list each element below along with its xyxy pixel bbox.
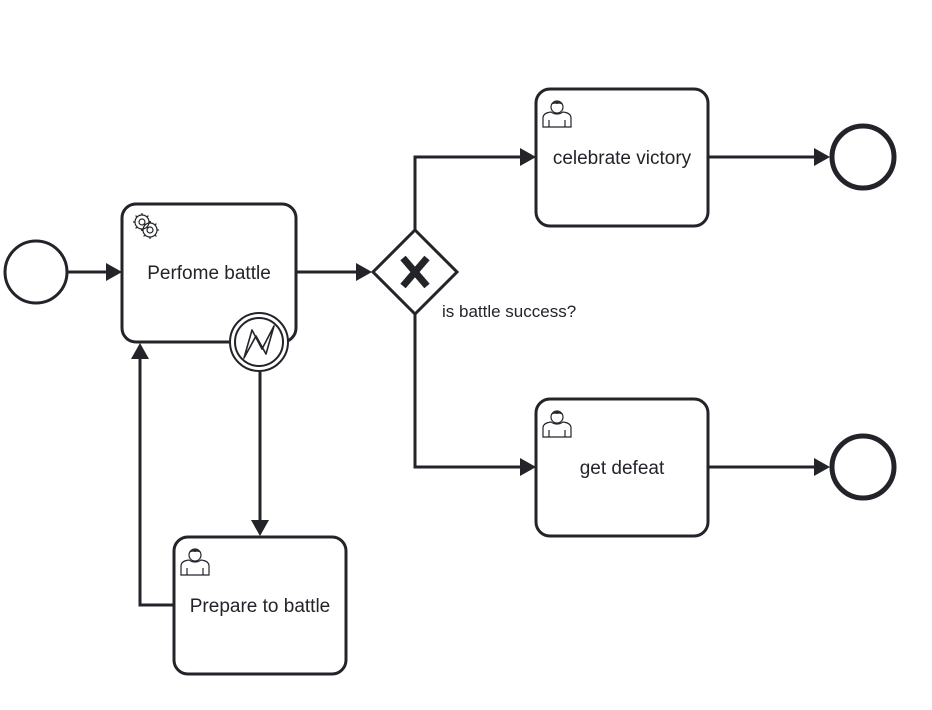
task-prepare-to-battle[interactable]: Prepare to battle — [172, 535, 348, 676]
task-perform-battle[interactable]: Perfome battle — [120, 202, 298, 344]
task-get-defeat[interactable]: get defeat — [534, 397, 710, 538]
exclusive-x-icon — [400, 255, 430, 289]
end-event-defeat[interactable] — [829, 433, 897, 501]
arrow-head — [520, 148, 536, 166]
task-label: celebrate victory — [553, 148, 692, 169]
arrow-head — [814, 458, 830, 476]
task-label: Perfome battle — [147, 263, 271, 284]
arrow-head — [356, 263, 372, 281]
task-label: get defeat — [580, 458, 665, 479]
arrow-head — [251, 520, 269, 536]
sequence-flows — [68, 148, 830, 607]
arrow-head — [106, 263, 122, 281]
arrow-head — [814, 148, 830, 166]
lightning-error-icon — [243, 325, 275, 359]
arrow-head — [131, 343, 149, 359]
task-celebrate-victory[interactable]: celebrate victory — [534, 87, 710, 228]
gateway-label: is battle success? — [442, 302, 576, 321]
end-event-victory[interactable] — [829, 123, 897, 191]
boundary-error-event[interactable] — [229, 312, 289, 372]
gear-icon — [133, 213, 159, 239]
flow-gateway-to-defeat[interactable] — [413, 314, 522, 469]
task-label: Prepare to battle — [190, 596, 330, 617]
exclusive-gateway[interactable] — [370, 227, 460, 317]
start-event[interactable] — [3, 239, 69, 305]
flow-prepare-to-perform[interactable] — [138, 357, 174, 607]
arrow-head — [520, 458, 536, 476]
flow-gateway-to-celebrate[interactable] — [413, 155, 522, 230]
